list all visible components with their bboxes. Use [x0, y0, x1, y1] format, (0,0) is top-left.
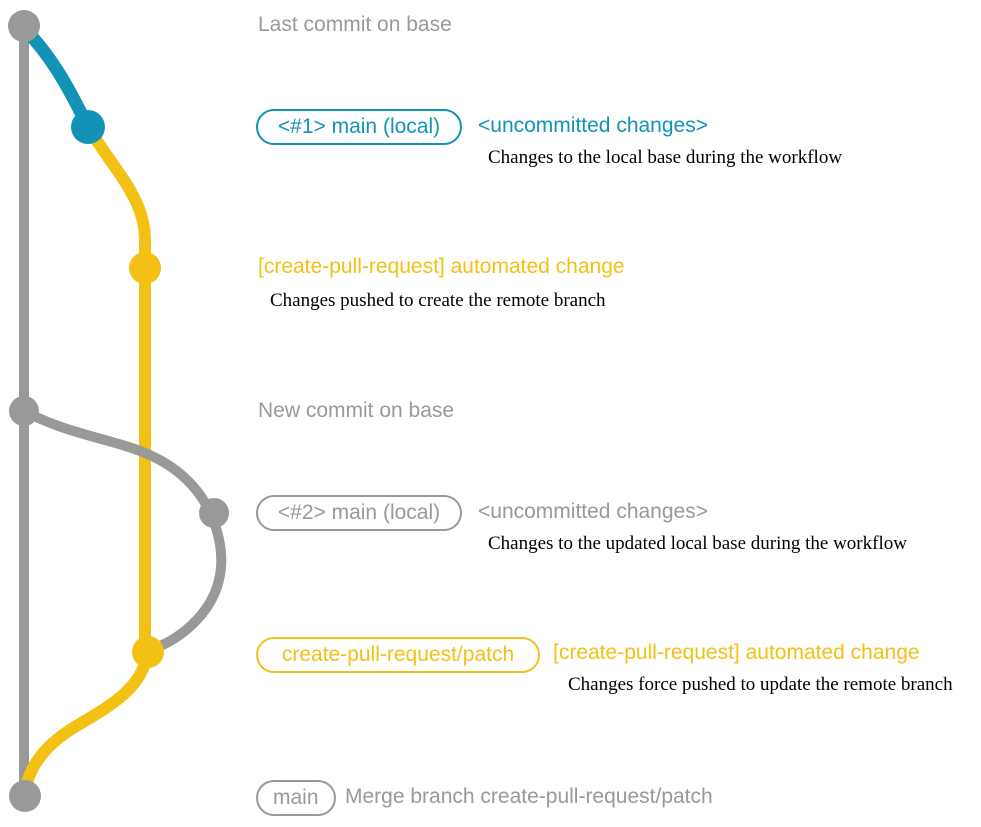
description-updated-local-base-changes: Changes to the updated local base during…: [488, 533, 907, 554]
description-local-base-changes: Changes to the local base during the wor…: [488, 147, 843, 168]
title-uncommitted-changes-1: <uncommitted changes>: [478, 114, 708, 137]
title-automated-change-2: [create-pull-request] automated change: [553, 641, 920, 664]
commit-node-merge: [9, 780, 41, 812]
title-uncommitted-changes-2: <uncommitted changes>: [478, 500, 708, 523]
git-graph: [8, 10, 229, 812]
branch-badge-main: main: [256, 780, 336, 816]
branch-badge-main-local-1: <#1> main (local): [256, 109, 462, 145]
patch-branch-line: [82, 121, 151, 656]
commit-node-new-base: [9, 396, 39, 426]
branch-badge-create-pull-request-patch: create-pull-request/patch: [256, 637, 540, 673]
commit-node-last-base: [8, 10, 40, 42]
label-new-commit-on-base: New commit on base: [258, 399, 455, 422]
local-changes-curve-2: [19, 406, 227, 655]
branch-badge-main-local-2: <#2> main (local): [256, 495, 462, 531]
commit-node-automated-2: [132, 636, 164, 668]
description-force-push-update-branch: Changes force pushed to update the remot…: [568, 674, 953, 695]
description-push-create-branch: Changes pushed to create the remote bran…: [270, 290, 606, 311]
commit-node-automated-1: [129, 252, 161, 284]
label-last-commit-on-base: Last commit on base: [258, 13, 452, 36]
commit-node-local-main-1: [71, 110, 105, 144]
label-merge-branch: Merge branch create-pull-request/patch: [345, 785, 713, 808]
commit-node-local-main-2: [199, 498, 229, 528]
local-changes-curve-1: [17, 21, 95, 134]
title-automated-change-1: [create-pull-request] automated change: [258, 255, 625, 278]
patch-merge-curve: [19, 646, 154, 803]
